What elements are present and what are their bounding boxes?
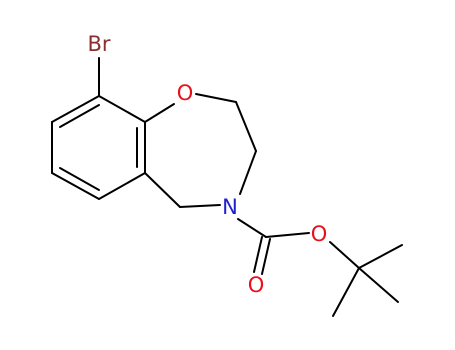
bond-c4-c5 xyxy=(98,172,146,200)
bond-c-o-double-1 xyxy=(253,236,263,273)
bond-c-o-ester xyxy=(265,232,310,238)
bond-c3-c4 xyxy=(51,172,100,200)
atom-o-ester-label: O xyxy=(311,222,328,246)
bond-cq-me3 xyxy=(332,267,360,317)
bond-n-c-carbonyl xyxy=(237,218,267,238)
atom-br-label: Br xyxy=(87,32,110,56)
bond-c1-c2 xyxy=(51,95,100,123)
bond-cq-me2 xyxy=(358,267,399,303)
bond-c6-c1 xyxy=(98,95,146,123)
bond-c-o-double-2 xyxy=(261,238,271,275)
atom-n-label: N xyxy=(222,195,238,219)
bond-ch2-c5 xyxy=(144,172,181,208)
bond-n-ch2 xyxy=(179,204,221,208)
bond-o-ch2 xyxy=(195,93,237,103)
bond-o-cq xyxy=(329,241,360,269)
bond-c1-c2-inner xyxy=(59,104,100,128)
atom-o-carbonyl-label: O xyxy=(248,273,265,297)
bond-cq-me1 xyxy=(358,244,403,269)
bond-ch2-n xyxy=(239,150,257,195)
bond-c3-c4-inner xyxy=(59,167,100,191)
atom-o-ring-label: O xyxy=(177,81,194,105)
bond-ch2-ch2 xyxy=(235,101,257,152)
bond-c6-o xyxy=(144,103,175,123)
